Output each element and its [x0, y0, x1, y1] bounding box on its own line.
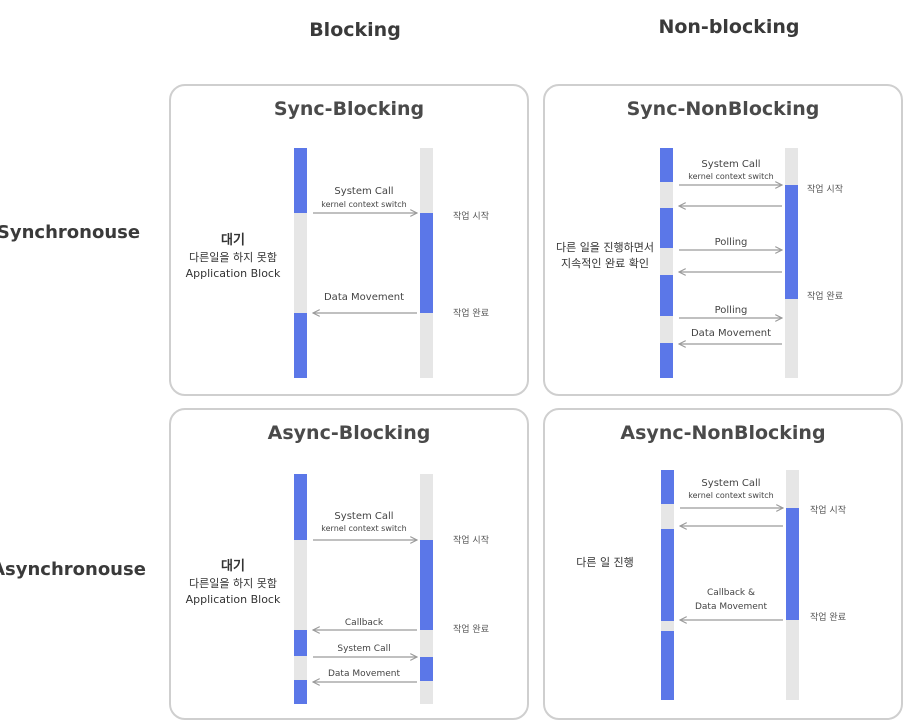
message-sublabel: kernel context switch — [321, 524, 406, 533]
panel-title: Async-NonBlocking — [620, 422, 826, 444]
message-label: System Call — [701, 159, 760, 170]
sequence-diagram: System Call kernel context switch Callba… — [294, 474, 489, 704]
app-state-note: 다른 일 진행 — [576, 556, 634, 569]
message-label: Polling — [715, 237, 748, 248]
app-active-segment — [660, 148, 673, 182]
app-active-segment — [660, 343, 673, 378]
message-label: System Call — [701, 478, 760, 489]
status-label: 작업 완료 — [807, 291, 843, 302]
app-active-segment — [661, 470, 674, 504]
app-active-segment — [294, 630, 307, 656]
app-active-segment — [294, 474, 307, 540]
message-sublabel: kernel context switch — [321, 200, 406, 209]
message-label: Polling — [715, 305, 748, 316]
message-label: Callback & — [707, 588, 755, 598]
app-active-segment — [661, 529, 674, 621]
message-label: System Call — [334, 186, 393, 197]
app-active-segment — [294, 313, 307, 378]
status-label: 작업 완료 — [810, 612, 846, 623]
app-state-note: 대기 다른일을 하지 못함 Application Block — [185, 559, 281, 606]
status-label: 작업 시작 — [453, 211, 489, 222]
status-label: 작업 시작 — [810, 505, 846, 516]
message-label: System Call — [337, 644, 390, 654]
app-state-note: 대기 다른일을 하지 못함 Application Block — [185, 233, 281, 280]
app-active-segment — [660, 208, 673, 248]
panel-async-nonblocking: Async-NonBlocking System Call kernel con… — [543, 408, 903, 720]
row-header-synchronous: Synchronouse — [0, 222, 141, 243]
kernel-active-segment — [420, 540, 433, 630]
app-state-note: 다른 일을 진행하면서 지속적인 완료 확인 — [555, 241, 655, 270]
message-label: Callback — [345, 618, 384, 628]
panel-title: Sync-NonBlocking — [626, 98, 820, 120]
kernel-active-segment — [786, 508, 799, 620]
sequence-diagram: System Call kernel context switch Data M… — [294, 148, 489, 378]
app-active-segment — [294, 680, 307, 704]
panel-sync-blocking: Sync-Blocking System Call kernel context… — [169, 84, 529, 396]
message-label: Data Movement — [328, 669, 400, 679]
message-sublabel: kernel context switch — [688, 172, 773, 181]
status-label: 작업 시작 — [807, 184, 843, 195]
sequence-diagram: System Call kernel context switch Callba… — [661, 470, 846, 700]
message-sublabel: kernel context switch — [688, 491, 773, 500]
message-label: Data Movement — [324, 292, 404, 303]
app-active-segment — [294, 148, 307, 213]
panel-sync-nonblocking: Sync-NonBlocking System Call kernel cont… — [543, 84, 903, 396]
message-label: System Call — [334, 511, 393, 522]
status-label: 작업 완료 — [453, 308, 489, 319]
panel-async-blocking: Async-Blocking System Call kernel contex… — [169, 408, 529, 720]
message-label: Data Movement — [695, 602, 767, 612]
kernel-active-segment — [420, 657, 433, 681]
status-label: 작업 완료 — [453, 624, 489, 635]
app-active-segment — [660, 275, 673, 316]
row-header-asynchronous: Asynchronouse — [0, 559, 146, 580]
kernel-active-segment — [785, 185, 798, 299]
panel-title: Sync-Blocking — [273, 98, 425, 120]
app-active-segment — [661, 631, 674, 700]
status-label: 작업 시작 — [453, 535, 489, 546]
sequence-diagram: System Call kernel context switch Pollin… — [660, 148, 843, 378]
column-header-blocking: Blocking — [309, 19, 401, 41]
column-header-nonblocking: Non-blocking — [658, 16, 800, 38]
app-lifeline — [660, 148, 673, 378]
kernel-active-segment — [420, 213, 433, 313]
panel-title: Async-Blocking — [267, 422, 431, 444]
message-label: Data Movement — [691, 328, 771, 339]
